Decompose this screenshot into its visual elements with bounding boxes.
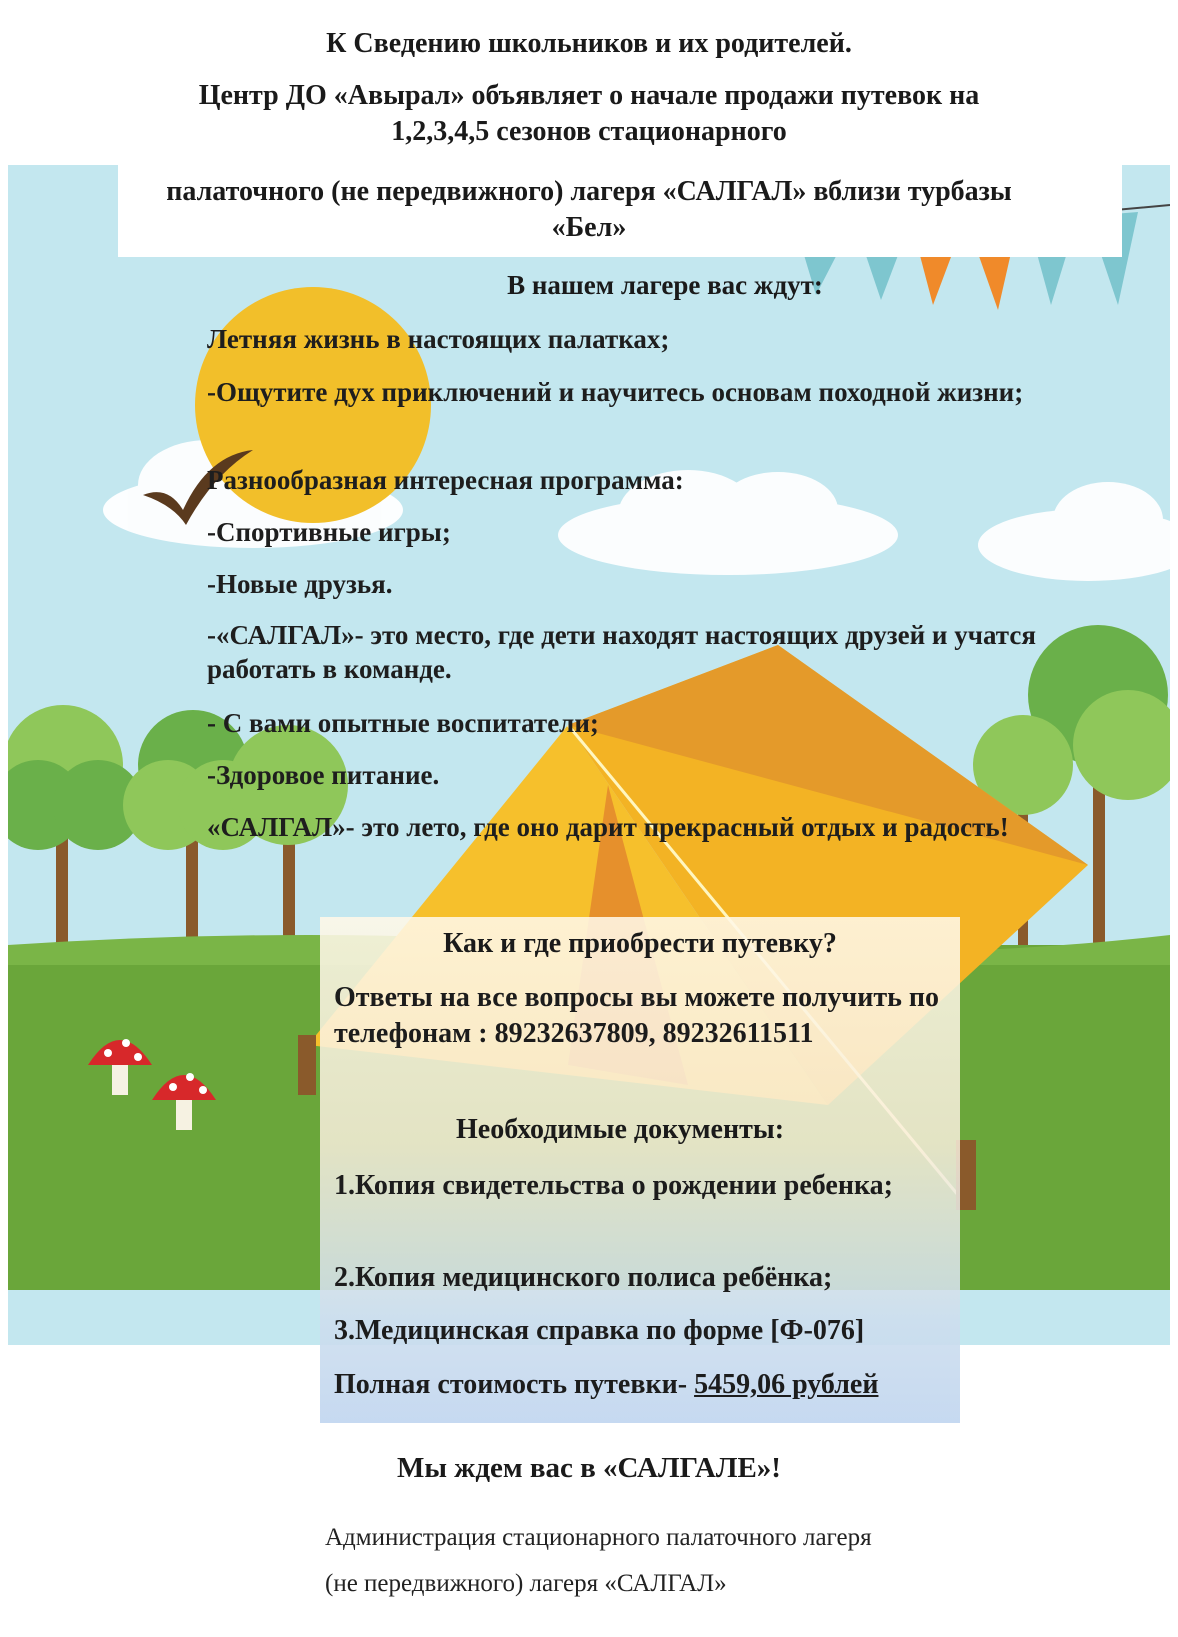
header-line-4: палаточного (не передвижного) лагеря «СА…	[166, 176, 1012, 207]
question-heading: Как и где приобрести путевку?	[443, 928, 837, 959]
intro-item: -Спортивные игры;	[207, 517, 451, 547]
doc-item: 2.Копия медицинского полиса ребёнка;	[334, 1262, 833, 1293]
stake	[298, 1035, 316, 1095]
signature-line-1: Администрация стационарного палаточного …	[325, 1524, 872, 1551]
signature-line-2: (не передвижного) лагеря «САЛГАЛ»	[325, 1570, 727, 1597]
header-line-5: «Бел»	[551, 212, 627, 243]
doc-item: 1.Копия свидетельства о рождении ребенка…	[334, 1170, 893, 1201]
intro-item: - С вами опытные воспитатели;	[207, 708, 599, 738]
intro-item: -Ощутите дух приключений и научитесь осн…	[207, 377, 1024, 407]
intro-item: -«САЛГАЛ»- это место, где дети находят н…	[207, 620, 1036, 684]
intro-item: -Новые друзья.	[207, 569, 393, 599]
stake	[956, 1140, 976, 1210]
info-panel	[320, 917, 960, 1423]
footer-title: Мы ждем вас в «САЛГАЛЕ»!	[397, 1452, 781, 1484]
intro-item: «САЛГАЛ»- это лето, где оно дарит прекра…	[207, 812, 1009, 842]
header-line-2: Центр ДО «Авырал» объявляет о начале про…	[198, 80, 980, 111]
mushrooms	[88, 1039, 216, 1130]
intro-item: -Здоровое питание.	[207, 760, 440, 790]
docs-heading: Необходимые документы:	[455, 1114, 785, 1145]
header-banner	[118, 165, 1122, 257]
intro-item: Разнообразная интересная программа:	[207, 465, 684, 495]
price-label: Полная стоимость путевки-	[334, 1369, 695, 1400]
contact-answer: Ответы на все вопросы вы можете получить…	[334, 982, 940, 1049]
sun	[195, 287, 431, 523]
header-line-3: 1,2,3,4,5 сезонов стационарного	[391, 116, 787, 147]
header-line-1: К Сведению школьников и их родителей.	[326, 28, 852, 59]
trees	[8, 625, 1170, 955]
doc-item: 3.Медицинская справка по форме [Ф-076]	[334, 1315, 865, 1346]
price-line: Полная стоимость путевки- 5459,06 рублей	[334, 1367, 954, 1403]
price-value: 5459,06 рублей	[694, 1369, 879, 1400]
intro-heading: В нашем лагере вас ждут:	[507, 270, 823, 300]
bird	[143, 450, 253, 525]
intro-item: Летняя жизнь в настоящих палатках;	[207, 324, 670, 354]
